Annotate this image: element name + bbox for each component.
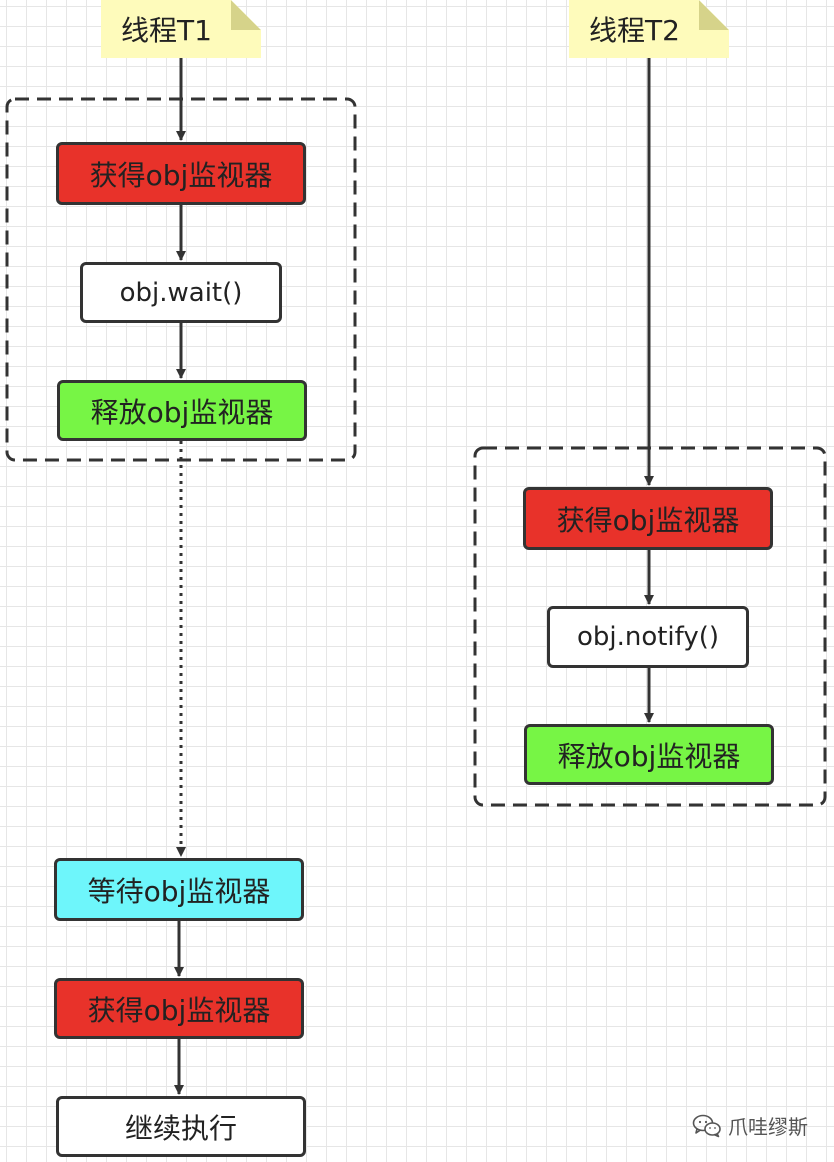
t1-continue-execution: 继续执行: [56, 1096, 306, 1157]
t1-wait-call: obj.wait(): [80, 262, 282, 323]
watermark-text: 爪哇缪斯: [728, 1115, 808, 1139]
t2-thread-label: 线程T2: [589, 14, 680, 47]
t2-thread-note: 线程T2: [569, 0, 729, 58]
t1-wait-monitor: 等待obj监视器: [54, 858, 304, 921]
t2-acquire-monitor: 获得obj监视器: [523, 487, 773, 550]
t1-thread-note: 线程T1: [101, 0, 261, 58]
t1-acquire-monitor: 获得obj监视器: [56, 142, 306, 205]
t2-notify-call: obj.notify(): [547, 606, 749, 668]
t1-release-monitor: 释放obj监视器: [57, 380, 307, 441]
wechat-icon: [692, 1114, 721, 1137]
t1-thread-label: 线程T1: [121, 14, 212, 47]
t1-reacquire-monitor: 获得obj监视器: [54, 978, 304, 1039]
t2-release-monitor: 释放obj监视器: [524, 724, 774, 785]
watermark: 爪哇缪斯: [692, 1111, 808, 1140]
